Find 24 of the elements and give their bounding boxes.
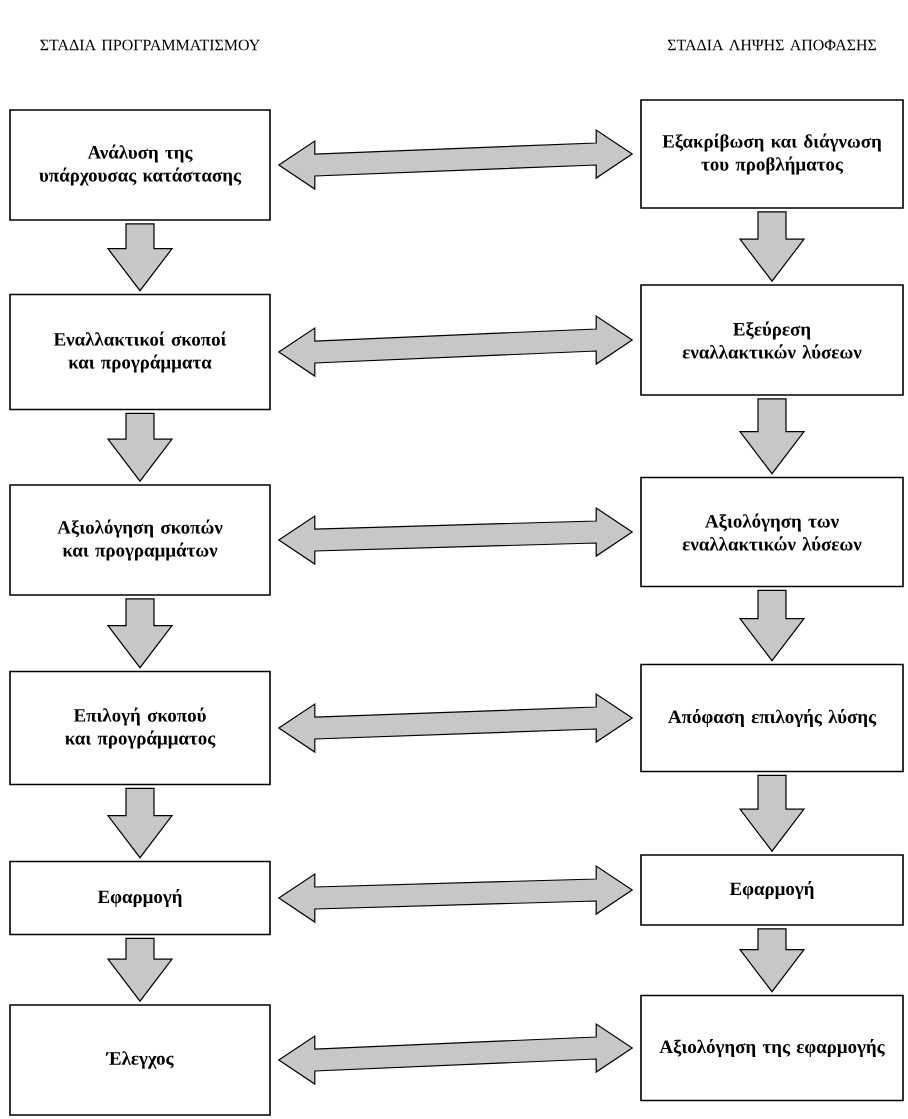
block-arrow bbox=[106, 598, 174, 669]
process-box: Ανάλυση της υπάρχουσας κατάστασης bbox=[9, 109, 271, 221]
process-box: Εξεύρεση εναλλακτικών λύσεων bbox=[640, 284, 904, 396]
process-box: Εξακρίβωση και διάγνωση του προβλήματος bbox=[640, 99, 904, 209]
block-arrow bbox=[738, 928, 806, 993]
block-arrow bbox=[738, 774, 806, 853]
process-box: Αξιολόγηση των εναλλακτικών λύσεων bbox=[640, 476, 904, 588]
process-box: Αξιολόγηση της εφαρμογής bbox=[640, 994, 904, 1102]
block-arrow bbox=[106, 937, 174, 1003]
column-heading: ΣΤΑΔΙΑ ΠΡΟΓΡΑΜΜΑΤΙΣΜΟΥ bbox=[40, 39, 260, 51]
process-box: Επιλογή σκοπού και προγράμματος bbox=[9, 670, 271, 786]
block-arrow bbox=[106, 787, 174, 859]
process-box: Εφαρμογή bbox=[9, 860, 271, 936]
block-arrow bbox=[738, 211, 806, 283]
process-box: Εναλλακτικοί σκοποί και προγράμματα bbox=[9, 293, 271, 411]
process-box: Έλεγχος bbox=[9, 1004, 271, 1116]
block-arrow bbox=[106, 223, 174, 292]
block-arrow bbox=[738, 589, 806, 662]
block-arrow bbox=[106, 412, 174, 483]
column-heading: ΣΤΑΔΙΑ ΛΗΨΗΣ ΑΠΟΦΑΣΗΣ bbox=[667, 39, 876, 51]
process-box: Απόφαση επιλογής λύσης bbox=[640, 663, 904, 773]
process-box: Αξιολόγηση σκοπών και προγραμμάτων bbox=[9, 484, 271, 596]
block-arrow bbox=[738, 398, 806, 475]
process-box: Εφαρμογή bbox=[640, 854, 904, 926]
